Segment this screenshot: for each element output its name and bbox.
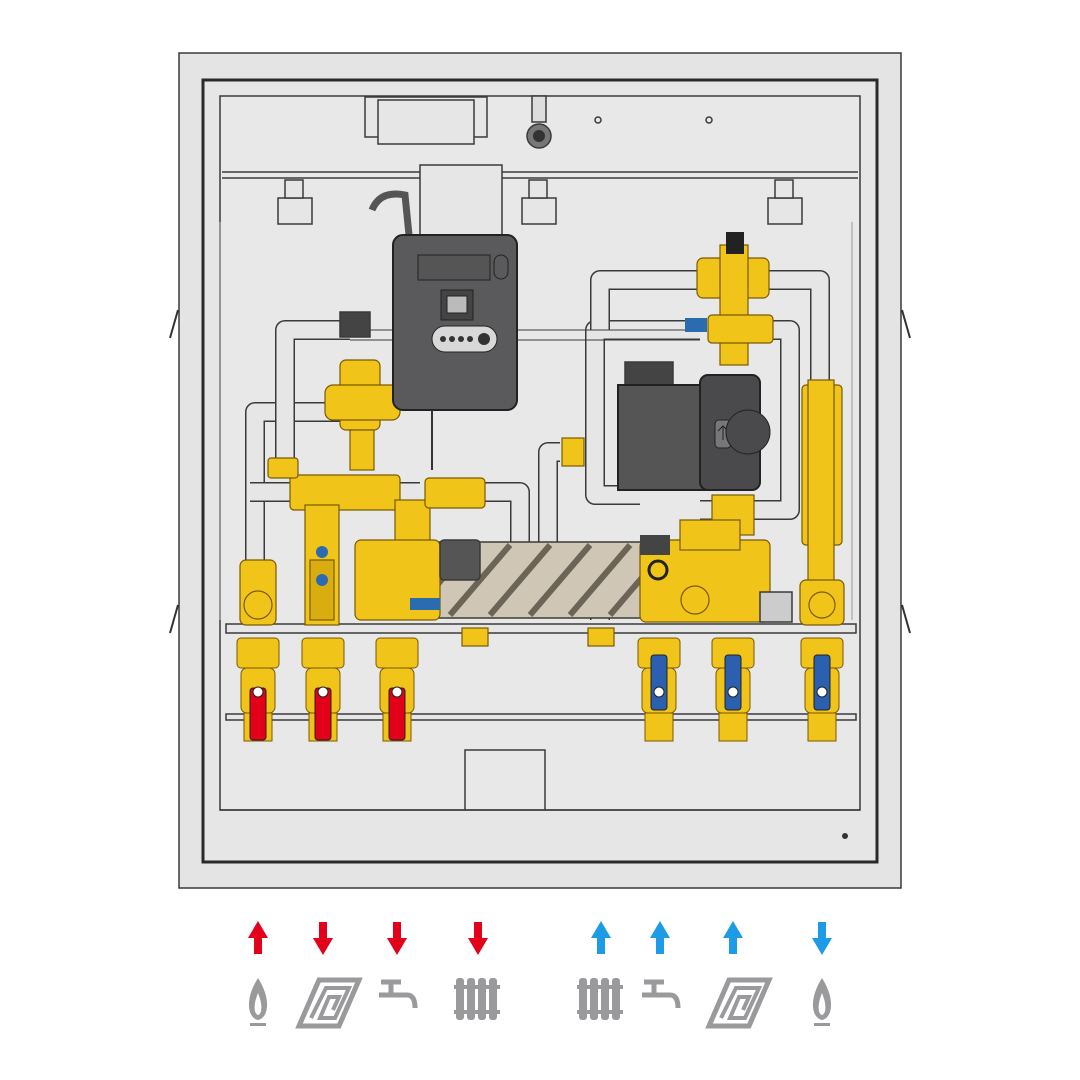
small-parts — [316, 232, 793, 623]
cold-water-tap-icon — [642, 979, 681, 1009]
arrow-up-icon — [248, 921, 268, 954]
ball-valve-red — [236, 637, 280, 742]
arrow-down-icon — [313, 922, 333, 955]
arrow-down-icon — [387, 922, 407, 955]
arrow-up-icon — [650, 921, 670, 954]
arrow-up-icon — [591, 921, 611, 954]
gas-boiler-flame-icon — [248, 978, 268, 1026]
ball-valve-blue — [711, 637, 755, 742]
arrow-up-icon — [723, 921, 743, 954]
ball-valve-blue — [800, 637, 844, 742]
radiator-icon — [577, 978, 623, 1020]
circulation-pump — [617, 361, 771, 491]
gas-boiler-flame-icon — [812, 978, 832, 1026]
flow-legend — [248, 921, 832, 1029]
ball-valves — [236, 637, 844, 742]
brass-fittings — [239, 244, 845, 647]
ball-valve-red — [301, 637, 345, 742]
hot-water-tap-icon — [379, 979, 418, 1009]
arrow-down-icon — [468, 922, 488, 955]
radiator-icon — [454, 978, 500, 1020]
ball-valve-red — [375, 637, 419, 742]
underfloor-heating-icon — [705, 977, 773, 1029]
controller — [368, 190, 518, 470]
ball-valve-blue — [637, 637, 681, 742]
arrow-down-icon — [812, 922, 832, 955]
underfloor-heating-icon — [295, 977, 363, 1029]
